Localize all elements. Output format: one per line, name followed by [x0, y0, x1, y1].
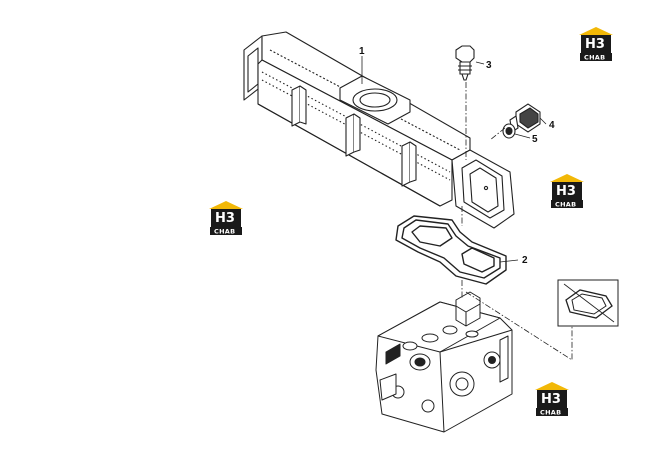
svg-text:H3: H3 — [215, 211, 235, 226]
watermark-logo: H3 CHAB — [209, 201, 243, 236]
watermark-logo: H3 CHAB — [579, 27, 613, 62]
svg-text:H3: H3 — [556, 184, 576, 199]
svg-text:H3: H3 — [541, 392, 561, 407]
leader-lines — [361, 56, 547, 263]
seal-washer-part — [502, 123, 516, 139]
gasket-detail-inset — [557, 279, 619, 327]
svg-text:CHAB: CHAB — [555, 201, 576, 209]
callout-4: 4 — [549, 120, 555, 131]
cylinder-head-part — [375, 291, 513, 433]
callout-2: 2 — [522, 255, 528, 266]
callout-5: 5 — [532, 134, 538, 145]
svg-text:CHAB: CHAB — [214, 228, 235, 236]
intake-manifold-part — [243, 31, 515, 229]
svg-text:H3: H3 — [585, 37, 605, 52]
plug-bolt-part — [455, 45, 475, 81]
watermark-logo: H3 CHAB — [535, 382, 569, 417]
callout-1: 1 — [359, 46, 365, 57]
svg-text:CHAB: CHAB — [540, 409, 561, 417]
manifold-gasket-part — [395, 215, 507, 285]
watermark-logo: H3 CHAB — [550, 174, 584, 209]
callout-3: 3 — [486, 60, 492, 71]
svg-text:CHAB: CHAB — [584, 54, 605, 62]
sensor-part — [509, 103, 541, 133]
assembly-centerlines — [461, 82, 573, 361]
